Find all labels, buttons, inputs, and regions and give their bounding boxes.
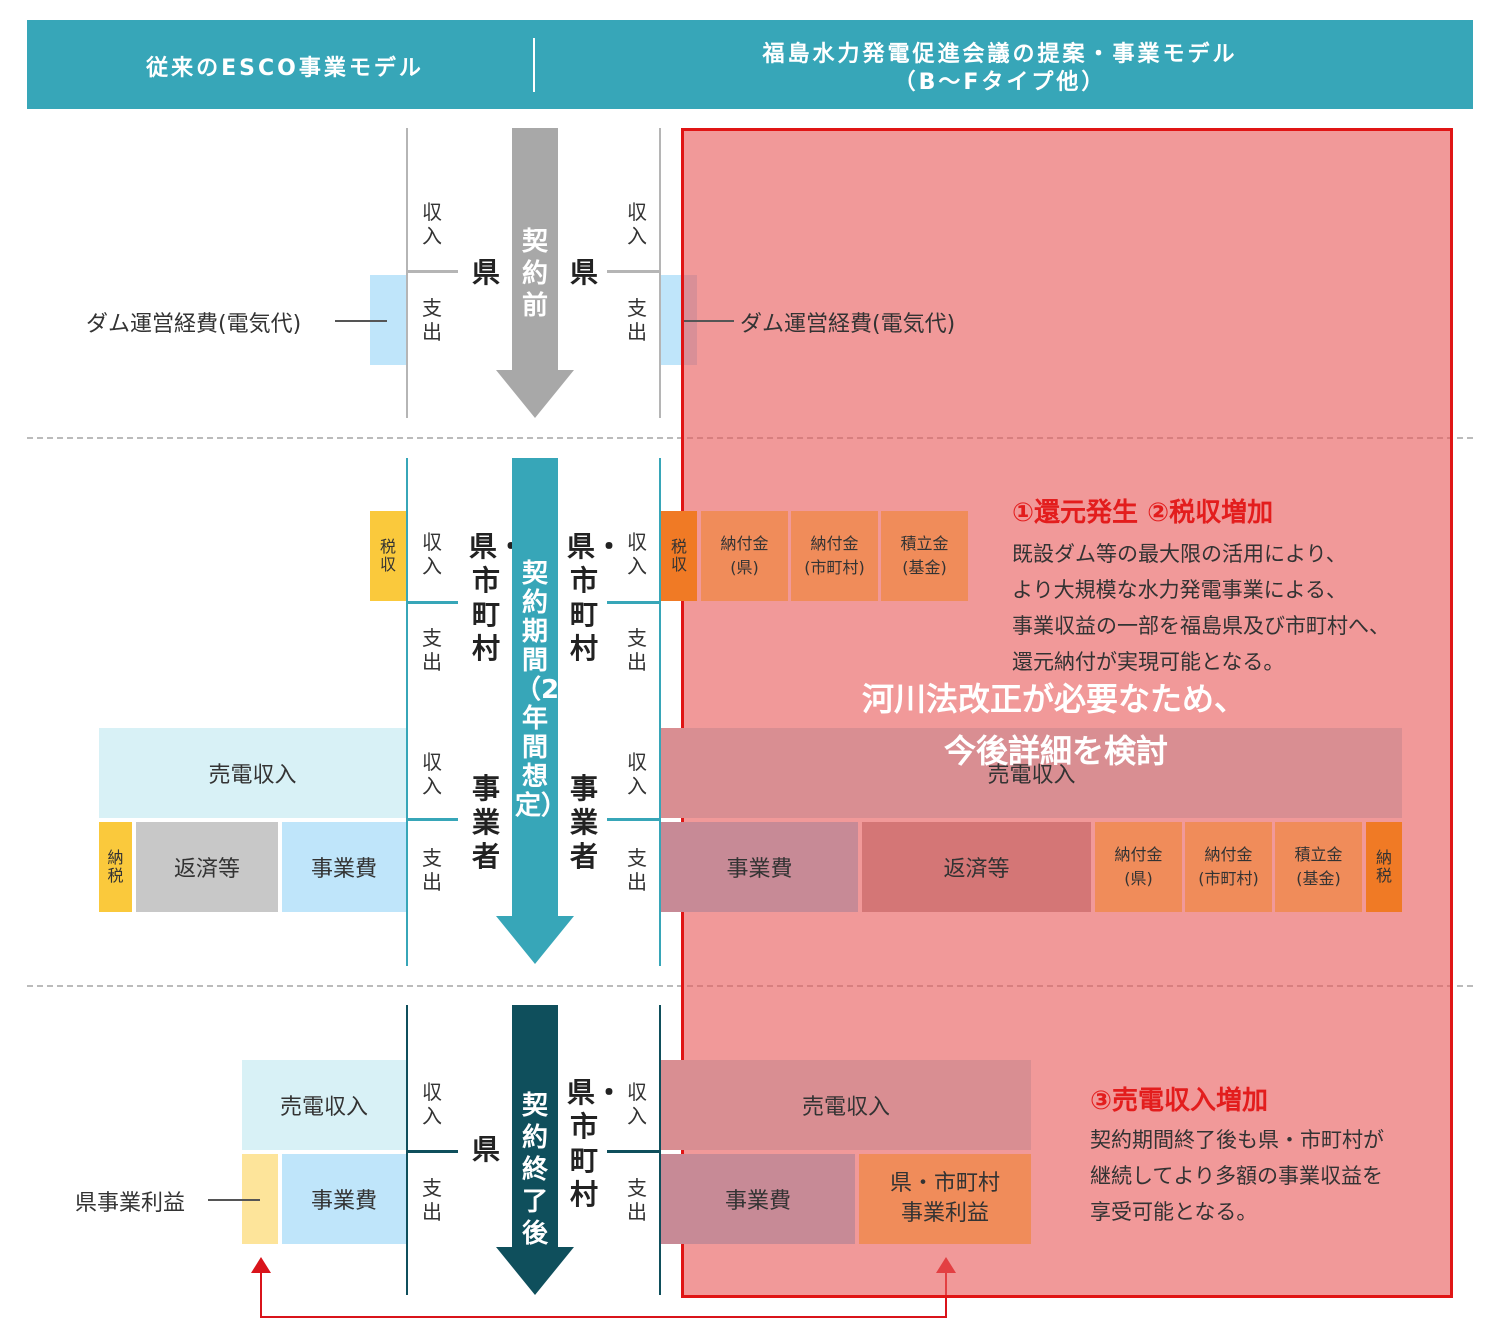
right-axis-p1 — [659, 128, 661, 418]
income-label: 収入 — [627, 1080, 647, 1128]
sales-income-box-right-p2: 売電収入 — [661, 728, 1402, 818]
left-axis-p1 — [406, 128, 408, 418]
note-sales-increase-title: ③売電収入増加 — [1090, 1086, 1269, 1116]
income-label: 収入 — [422, 200, 442, 248]
tax-payment-box-left: 納税 — [99, 822, 132, 912]
entity-left-p2-top: 県・市町村 — [469, 530, 526, 665]
right-cost-leader — [684, 320, 734, 322]
white-notice-line1: 河川法改正が必要なため、 — [862, 680, 1247, 718]
expense-label: 支出 — [422, 626, 442, 674]
pay-pref-box-bottom: 納付金 (県) — [1095, 822, 1182, 912]
repayment-box-left: 返済等 — [136, 822, 278, 912]
income-label: 収入 — [627, 200, 647, 248]
white-notice-line2: 今後詳細を検討 — [944, 732, 1169, 770]
left-cost-leader — [335, 320, 387, 322]
left-split-p1 — [406, 270, 458, 273]
sales-income-box-left-p2: 売電収入 — [99, 728, 406, 818]
right-model-title-line2: （B～Fタイプ他） — [893, 70, 1107, 95]
reserve-box-top: 積立金 (基金) — [881, 511, 968, 601]
expense-label: 支出 — [627, 1176, 647, 1224]
income-label: 収入 — [422, 750, 442, 798]
entity-left-p2-bottom: 事業者 — [471, 772, 500, 873]
entity-left-p3: 県 — [471, 1133, 500, 1166]
arrow-label-p3: 契約終了後 — [521, 1091, 548, 1249]
entity-right-p1: 県 — [569, 256, 598, 289]
sales-income-box-right-p3: 売電収入 — [661, 1060, 1031, 1150]
income-label: 収入 — [422, 1080, 442, 1128]
entity-right-p3: 県・市町村 — [567, 1076, 624, 1211]
entity-right-p2-top: 県・市町村 — [567, 530, 624, 665]
repayment-box-right: 返済等 — [862, 822, 1091, 912]
business-cost-box-right-p3: 事業費 — [661, 1154, 855, 1244]
expense-label: 支出 — [422, 1176, 442, 1224]
note-return-tax-title: ①還元発生 ②税収増加 — [1012, 498, 1274, 528]
note3-line-2: 継続してより多額の事業収益を — [1090, 1164, 1383, 1188]
business-cost-box-left-p3: 事業費 — [282, 1154, 406, 1244]
left-cost-label-p1: ダム運営経費(電気代) — [86, 312, 302, 337]
pref-profit-label: 県事業利益 — [75, 1191, 186, 1216]
expense-label: 支出 — [627, 846, 647, 894]
expense-label: 支出 — [422, 296, 442, 344]
left-split-p3 — [406, 1150, 458, 1153]
arrow-label-p1: 契約前 — [521, 227, 548, 321]
header-divider — [533, 38, 535, 92]
left-axis-p2 — [406, 458, 408, 966]
reserve-box-bottom: 積立金 (基金) — [1275, 822, 1362, 912]
pay-muni-box-top: 納付金 (市町村) — [791, 511, 878, 601]
note-line-3: 事業収益の一部を福島県及び市町村へ、 — [1012, 614, 1390, 638]
right-split-p3 — [607, 1150, 661, 1153]
note3-line-3: 享受可能となる。 — [1090, 1200, 1258, 1224]
income-label: 収入 — [627, 750, 647, 798]
right-axis-p2 — [659, 458, 661, 966]
right-split-p2a — [607, 601, 661, 604]
note-line-4: 還元納付が実現可能となる。 — [1012, 650, 1285, 674]
entity-left-p1: 県 — [471, 256, 500, 289]
right-model-title-line1: 福島水力発電促進会議の提案・事業モデル — [762, 42, 1238, 67]
note3-line-1: 契約期間終了後も県・市町村が — [1090, 1128, 1384, 1152]
tax-revenue-box-left: 税収 — [370, 511, 406, 601]
right-split-p2b — [607, 818, 661, 821]
pref-muni-profit-box: 県・市町村 事業利益 — [859, 1154, 1031, 1244]
right-cost-label-p1: ダム運営経費(電気代) — [740, 312, 956, 337]
arrow-label-p2: 契約期間（20年間想定） — [515, 559, 578, 821]
left-split-p2b — [406, 818, 458, 821]
pay-muni-box-bottom: 納付金 (市町村) — [1185, 822, 1272, 912]
sales-income-box-left-p3: 売電収入 — [242, 1060, 406, 1150]
entity-right-p2-bottom: 事業者 — [569, 772, 598, 873]
expense-label: 支出 — [627, 626, 647, 674]
tax-revenue-box-right: 税収 — [661, 511, 697, 601]
arrow-before-contract — [496, 128, 574, 418]
arrow-contract-period — [496, 458, 574, 964]
arrow-after-contract — [496, 1005, 574, 1295]
expense-label: 支出 — [422, 846, 442, 894]
note-line-1: 既設ダム等の最大限の活用により、 — [1012, 542, 1347, 566]
pref-profit-leader — [208, 1199, 260, 1201]
left-split-p2a — [406, 601, 458, 604]
tax-payment-box-right: 納税 — [1366, 822, 1402, 912]
header-bar — [27, 20, 1473, 109]
expense-label: 支出 — [627, 296, 647, 344]
note-line-2: より大規模な水力発電事業による、 — [1012, 578, 1347, 602]
business-cost-box-right-p2: 事業費 — [661, 822, 858, 912]
income-label: 収入 — [422, 530, 442, 578]
right-split-p1 — [607, 270, 661, 273]
left-model-title: 従来のESCO事業モデル — [146, 56, 424, 81]
pay-pref-box-top: 納付金 (県) — [701, 511, 788, 601]
business-cost-box-left-p2: 事業費 — [282, 822, 406, 912]
income-label: 収入 — [627, 530, 647, 578]
